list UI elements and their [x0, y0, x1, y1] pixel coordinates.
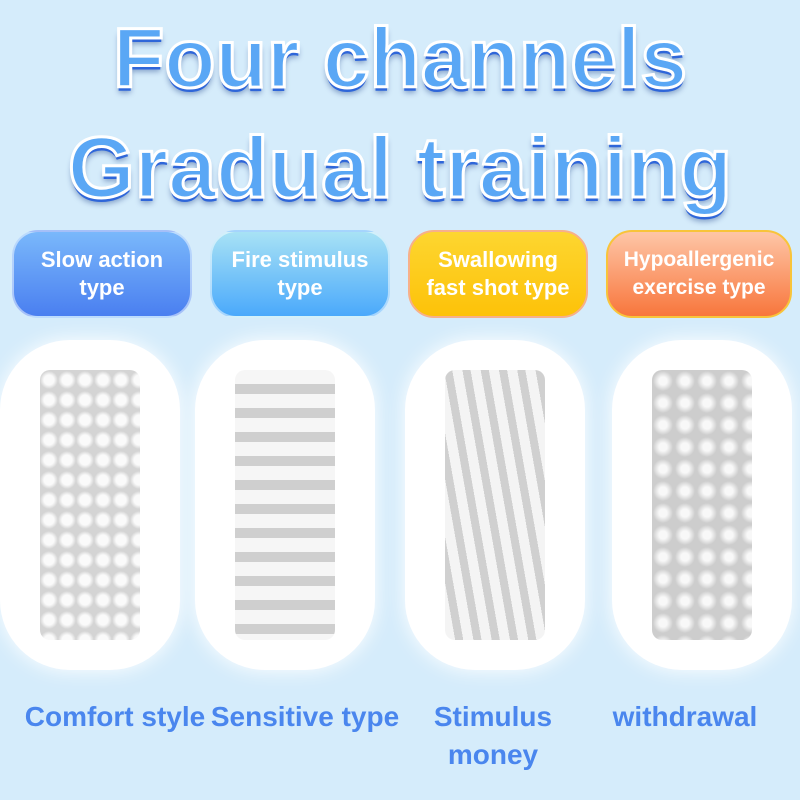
sleeve-texture — [652, 370, 752, 640]
caption-4: withdrawal — [612, 701, 758, 732]
badge-slow-action: Slow action type — [12, 230, 192, 318]
sleeve-texture — [445, 370, 545, 640]
caption-1: Comfort style — [24, 701, 206, 732]
sleeve-image-4 — [612, 340, 792, 670]
sleeve-image-1 — [0, 340, 180, 670]
badge-swallowing: Swallowing fast shot type — [408, 230, 588, 318]
sleeve-image-3 — [405, 340, 585, 670]
caption-3: Stimulus money — [433, 701, 553, 770]
caption-2: Sensitive type — [210, 701, 400, 732]
headline-line-1: Four channels — [111, 10, 688, 107]
sleeve-texture — [40, 370, 140, 640]
sleeve-texture — [235, 370, 335, 640]
sleeve-image-2 — [195, 340, 375, 670]
badge-hypoallergenic: Hypoallergenic exercise type — [606, 230, 792, 318]
headline-line-2: Gradual training — [66, 119, 733, 218]
badge-fire-stimulus: Fire stimulus type — [210, 230, 390, 318]
